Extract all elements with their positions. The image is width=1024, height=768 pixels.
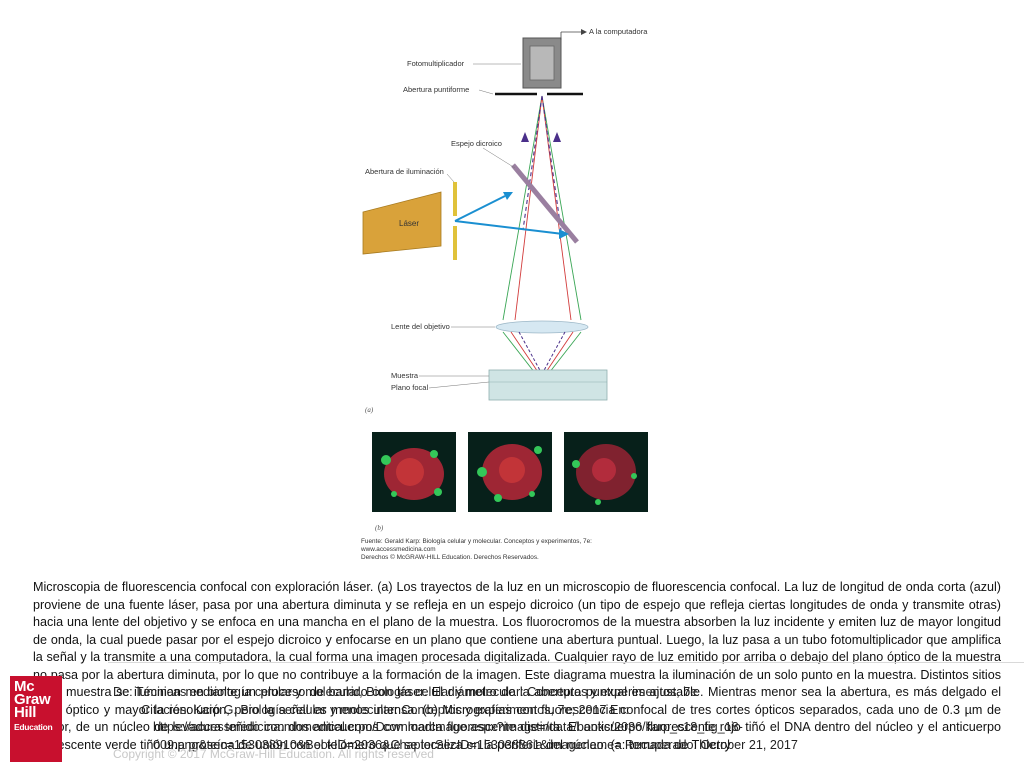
citation-url-part-2[interactable]: 009.png&sec=153038910&BookID=2036&Chapte… <box>153 737 798 752</box>
micrograph-strip <box>372 432 648 514</box>
panel-b-marker: (b) <box>375 524 384 532</box>
footer-divider <box>108 662 1024 663</box>
micrograph-1 <box>372 432 456 512</box>
micrograph-2 <box>468 432 552 512</box>
illumination-aperture-label: Abertura de iluminación <box>365 167 444 176</box>
panel-a-label: (a) <box>365 406 374 414</box>
logo-line-4: Education <box>14 722 53 732</box>
aperture-bottom <box>453 226 457 260</box>
figure-source-line-2: www.accessmedicina.com <box>361 546 436 553</box>
laser-source <box>362 191 442 255</box>
dichroic-label: Espejo dicroico <box>451 139 502 148</box>
logo-line-2: Graw <box>14 691 51 708</box>
aperture-top <box>453 182 457 216</box>
micrograph-3 <box>564 432 648 512</box>
citation-source: De: Técnicas en biología celular y molec… <box>113 685 698 699</box>
figure-source-line-1: Fuente: Gerald Karp: Biología celular y … <box>361 538 592 545</box>
sample-label: Muestra <box>391 371 419 380</box>
light-path-diagram: A la computadora Fotomultiplicador Abert… <box>362 27 648 414</box>
figure-caption: Microscopia de fluorescencia confocal co… <box>33 580 1001 752</box>
photomultiplier-label: Fotomultiplicador <box>407 59 465 68</box>
figure-source-line-3: Derechos © McGRAW-HILL Education. Derech… <box>361 554 539 561</box>
pinhole-label: Abertura puntiforme <box>403 85 469 94</box>
logo-line-3: Hill <box>14 704 37 721</box>
copyright-notice: Copyright © 2017 McGraw-Hill Education. … <box>113 747 434 761</box>
dichroic-mirror <box>511 163 579 244</box>
figure-source: Fuente: Gerald Karp: Biología celular y … <box>361 538 661 562</box>
logo-line-1: Mc <box>14 678 35 695</box>
confocal-diagram: A la computadora Fotomultiplicador Abert… <box>355 20 655 575</box>
citation-url-part-1[interactable]: https://accessmedicina.mhmedical.com/Dow… <box>153 720 743 734</box>
focal-plane-label: Plano focal <box>391 383 428 392</box>
publisher-logo: Mc Graw Hill Education <box>10 676 62 762</box>
laser-label: Láser <box>399 219 419 228</box>
objective-lens <box>495 320 589 334</box>
citation-block: De: Técnicas en biología celular y molec… <box>113 684 1013 754</box>
panel-b-label: (b) <box>375 524 384 532</box>
computer-label: A la computadora <box>589 27 648 36</box>
citation-reference: Citación: Karp G. Biología celular y mol… <box>141 702 629 717</box>
objective-label: Lente del objetivo <box>391 322 450 331</box>
sample-slab <box>488 369 608 401</box>
